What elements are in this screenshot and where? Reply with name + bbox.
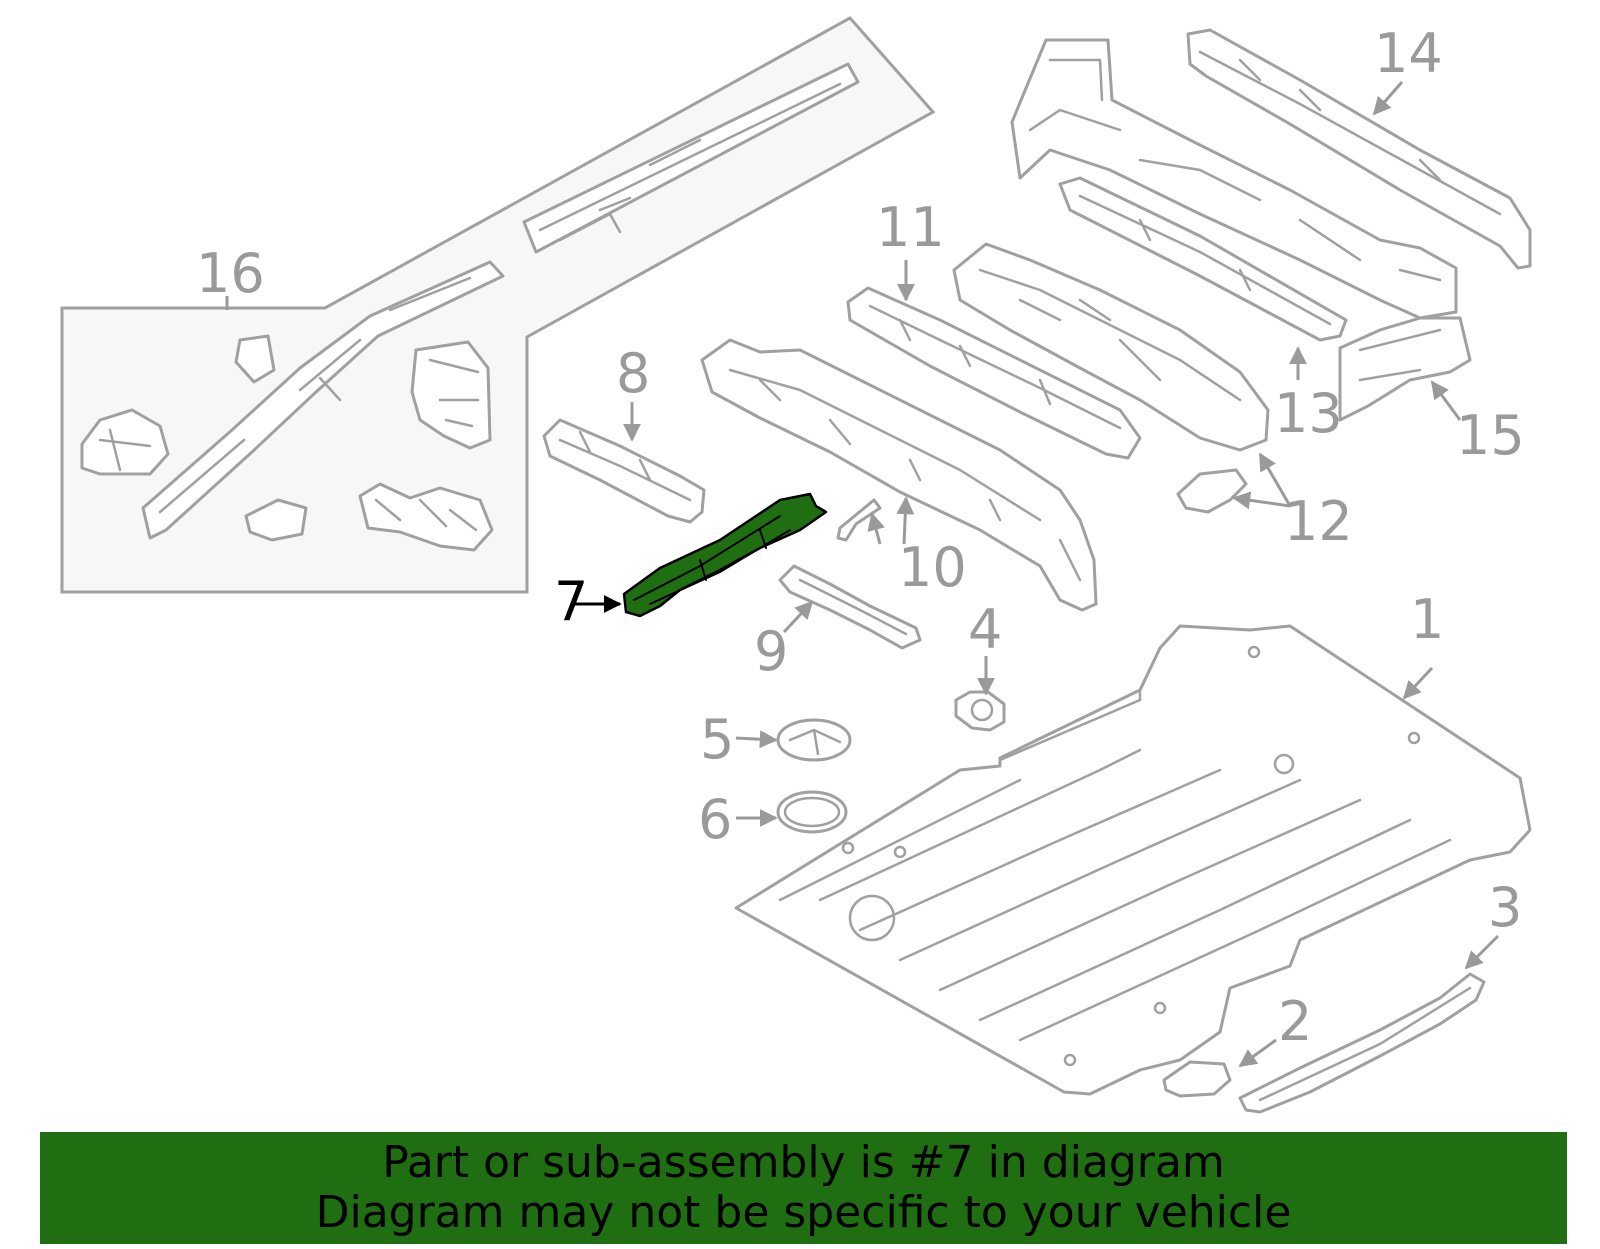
callout-8: 8	[616, 342, 650, 405]
callout-7: 7	[554, 570, 588, 633]
info-banner: Part or sub-assembly is #7 in diagram Di…	[40, 1132, 1567, 1244]
callout-14: 14	[1374, 22, 1443, 85]
part-12-bracket[interactable]	[1176, 468, 1248, 514]
callout-15: 15	[1456, 404, 1525, 467]
callout-3: 3	[1488, 876, 1522, 939]
banner-line-2: Diagram may not be specific to your vehi…	[315, 1187, 1292, 1238]
part-7-highlighted[interactable]	[622, 492, 828, 618]
callout-13: 13	[1274, 382, 1343, 445]
part-13[interactable]	[1010, 38, 1458, 342]
callout-12: 12	[1284, 490, 1353, 553]
part-5[interactable]	[776, 718, 852, 762]
part-4[interactable]	[954, 690, 1006, 732]
banner-line-1: Part or sub-assembly is #7 in diagram	[382, 1137, 1225, 1188]
part-2[interactable]	[1162, 1060, 1232, 1098]
part-14[interactable]	[1186, 28, 1532, 270]
part-11[interactable]	[846, 286, 1142, 460]
callout-10: 10	[898, 536, 967, 599]
part-6[interactable]	[776, 790, 848, 834]
part-12-main[interactable]	[952, 242, 1270, 452]
callout-16: 16	[196, 242, 265, 305]
part-1[interactable]	[734, 624, 1532, 1096]
callout-9: 9	[754, 620, 788, 683]
part-8[interactable]	[542, 418, 706, 524]
part-9[interactable]	[778, 564, 922, 650]
part-3[interactable]	[1238, 972, 1486, 1114]
part-10[interactable]	[700, 338, 1098, 612]
callout-5: 5	[700, 708, 734, 771]
part-16-assembly[interactable]	[60, 16, 936, 594]
part-15[interactable]	[1338, 316, 1472, 422]
callout-4: 4	[968, 598, 1002, 661]
callout-1: 1	[1410, 588, 1444, 651]
callout-11: 11	[876, 196, 945, 259]
callout-6: 6	[698, 788, 732, 851]
callout-2: 2	[1278, 990, 1312, 1053]
